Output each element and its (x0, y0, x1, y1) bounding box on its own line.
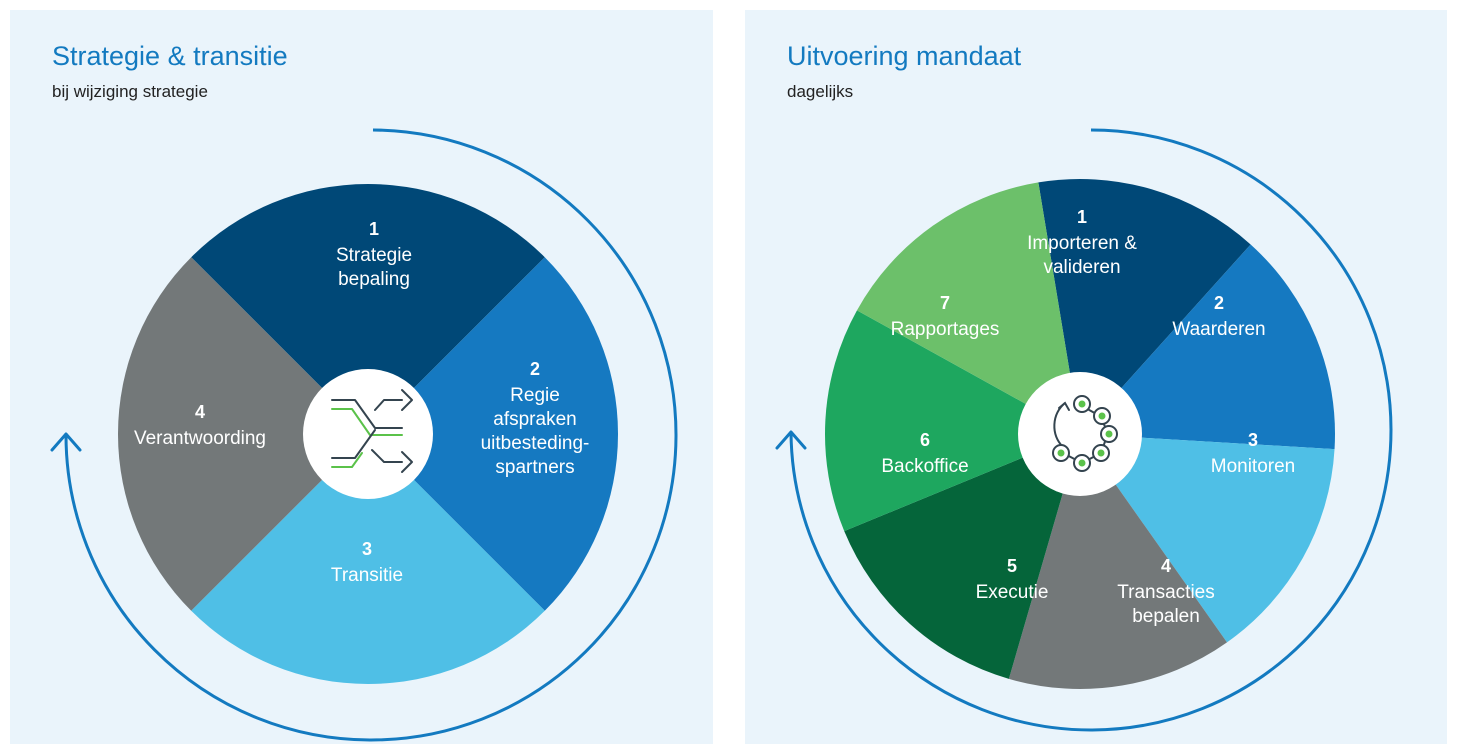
segment-number: 2 (1214, 293, 1224, 313)
segment-number: 3 (362, 539, 372, 559)
segment-2 (1080, 244, 1335, 450)
segment-3 (191, 434, 545, 685)
segment-5 (844, 434, 1080, 679)
cycle-arrow (50, 128, 678, 742)
panel-title: Uitvoering mandaat (787, 41, 1022, 71)
segment-text-line: Importeren & (1027, 233, 1137, 254)
segment-number: 1 (369, 219, 379, 239)
center-circle (303, 369, 433, 499)
strategy-transition-panel: Strategie & transitie bij wijziging stra… (10, 10, 713, 744)
segment-number: 2 (530, 359, 540, 379)
segment-text-line: Waarderen (1172, 319, 1265, 340)
panel-subtitle: dagelijks (787, 82, 854, 101)
segment-3 (1080, 434, 1335, 643)
center-circle (1018, 372, 1142, 496)
segment-text-line: uitbesteding- (481, 433, 590, 454)
segment-4 (1008, 434, 1227, 689)
segment-text-line: Transacties (1117, 582, 1215, 603)
panel-title: Strategie & transitie (52, 41, 288, 71)
segment-number: 4 (195, 402, 205, 422)
cycle-arrow (775, 128, 1393, 732)
segment-1 (191, 183, 545, 434)
segment-number: 5 (1007, 556, 1017, 576)
segment-7 (856, 182, 1080, 434)
segment-number: 4 (1161, 556, 1171, 576)
segment-number: 3 (1248, 430, 1258, 450)
segment-text-line: Monitoren (1211, 456, 1296, 477)
segment-text-line: Transitie (331, 565, 403, 586)
segment-number: 7 (940, 293, 950, 313)
segment-6 (824, 310, 1080, 532)
segment-text-line: afspraken (493, 409, 576, 430)
panel-subtitle: bij wijziging strategie (52, 82, 208, 101)
cycle-nodes-icon (1052, 395, 1118, 472)
segment-number: 1 (1077, 207, 1087, 227)
segment-4 (117, 257, 369, 611)
segment-2 (368, 257, 619, 611)
segment-text-line: spartners (495, 457, 574, 478)
shuffle-arrows-icon (331, 389, 413, 473)
segment-text-line: Executie (976, 582, 1049, 603)
segment-text-line: bepaling (338, 269, 410, 290)
segment-text-line: bepalen (1132, 606, 1200, 627)
mandate-execution-panel: Uitvoering mandaat dagelijks (745, 10, 1447, 744)
segment-text-line: Backoffice (881, 456, 968, 477)
segment-1 (1038, 178, 1251, 434)
segment-text-line: Strategie (336, 245, 412, 266)
segment-text-line: Verantwoording (134, 428, 266, 449)
segment-text-line: Rapportages (891, 319, 1000, 340)
segment-number: 6 (920, 430, 930, 450)
segment-text-line: Regie (510, 385, 560, 406)
segment-text-line: valideren (1043, 257, 1120, 278)
